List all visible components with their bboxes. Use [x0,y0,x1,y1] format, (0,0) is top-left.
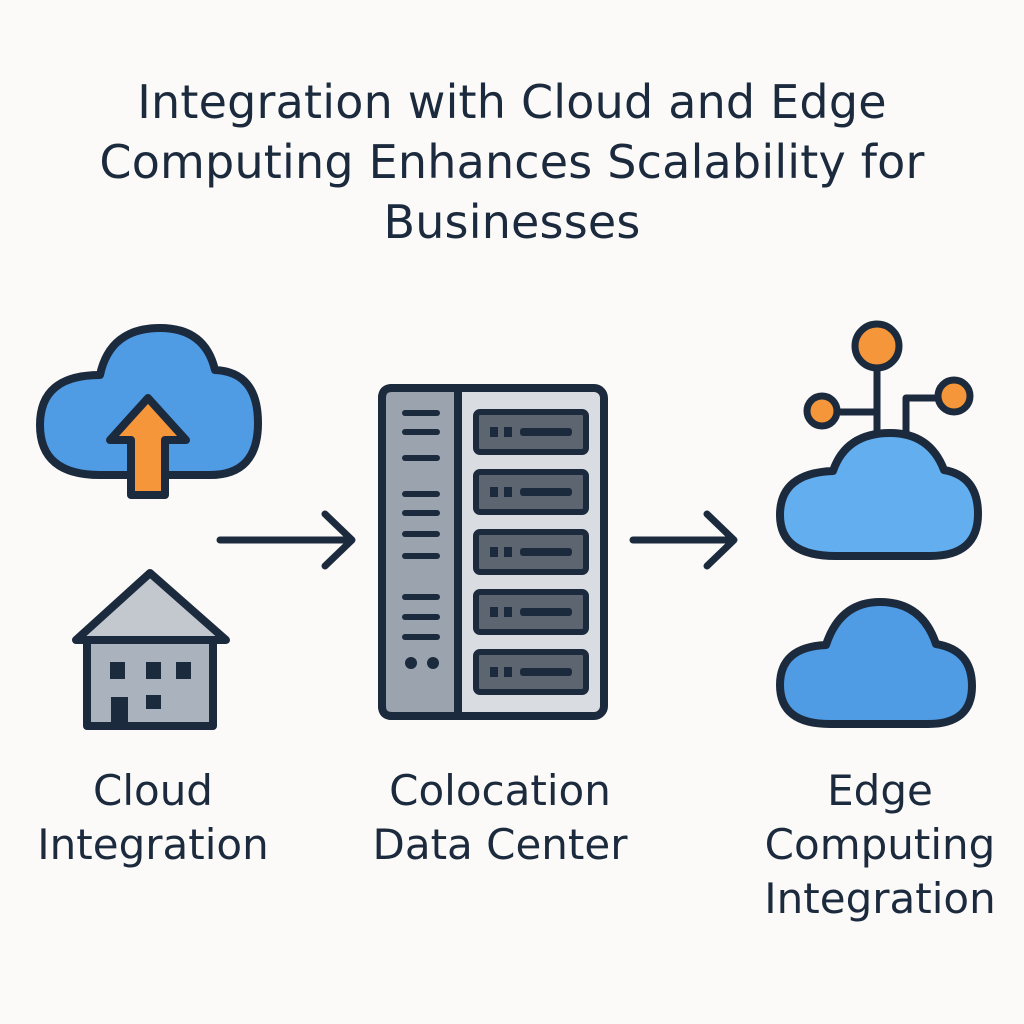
edge-label-line-2: Computing [764,820,996,869]
colocation-label-line-2: Data Center [372,820,628,869]
arrow-cloud-to-colocation [216,510,356,570]
title-line-3: Businesses [383,195,641,249]
title-line-2: Computing Enhances Scalability for [99,135,925,189]
cloud-label-line-2: Integration [37,820,269,869]
cloud-icon [776,598,976,728]
arrow-colocation-to-edge [629,510,738,570]
server-rack-icon [378,384,608,720]
edge-label-line-1: Edge [827,766,933,815]
building-icon [72,569,230,730]
node-label-edge-computing-integration: Edge Computing Integration [740,764,1020,926]
diagram-title: Integration with Cloud and Edge Computin… [40,72,984,252]
cloud-label-line-1: Cloud [93,766,213,815]
node-label-cloud-integration: Cloud Integration [20,764,286,872]
node-label-colocation-data-center: Colocation Data Center [350,764,650,872]
cloud-upload-icon [36,324,262,499]
title-line-1: Integration with Cloud and Edge [137,75,887,129]
colocation-label-line-1: Colocation [389,766,611,815]
network-cloud-icon [776,320,982,560]
edge-label-line-3: Integration [764,874,996,923]
